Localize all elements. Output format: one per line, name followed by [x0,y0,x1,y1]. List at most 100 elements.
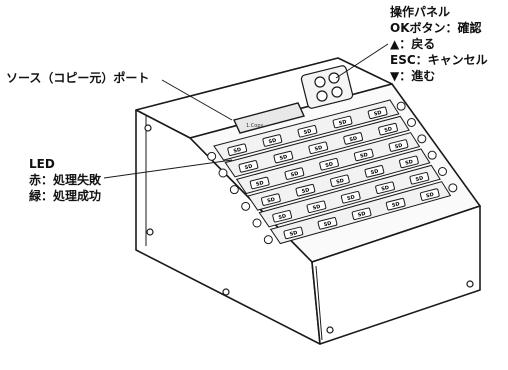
sd-slot [409,172,430,185]
device-front-panel [311,205,481,345]
sd-slot-label: SD [233,147,242,155]
sd-port-grid: SDSDSDSDSDSDSDSDSDSDSDSDSDSDSDSDSDSDSDSD… [207,99,458,245]
sd-slot-label: SD [289,230,298,238]
source-port-label: ソース（コピー元）ポート [6,71,150,85]
sd-slot [367,106,388,120]
up-button-icon[interactable] [316,90,328,102]
sd-slot [332,115,353,129]
callout-source-port: ソース（コピー元）ポート [6,70,149,86]
panel-title: 操作パネル [390,5,451,19]
sd-slot-label: SD [290,171,299,179]
led-green-label: 緑：処理成功 [29,189,102,203]
sd-slot-label: SD [381,185,390,193]
down-button-icon[interactable] [331,86,343,98]
led-title: LED [29,157,55,171]
lcd-display: 1.Copy [233,102,305,134]
esc-button-icon[interactable] [328,72,340,84]
led-indicator-icon [407,118,416,127]
led-indicator-icon [438,167,447,176]
lcd-text: 1.Copy [246,123,263,129]
sd-slot [340,191,361,204]
sd-slot [249,176,270,190]
screw-icon [146,228,154,236]
led-indicator-icon [229,185,239,195]
panel-up-label: ▲：戻る [390,37,436,51]
sd-slot [399,155,419,169]
sd-slot-label: SD [346,194,355,202]
sd-slot-label: SD [314,145,323,153]
sd-slot-label: SD [394,143,403,151]
led-indicator-icon [417,134,427,144]
sd-slot [385,197,406,211]
panel-down-label: ▼：進む [390,69,436,83]
callout-line-source-port [161,79,233,121]
led-indicator-icon [448,183,458,193]
sd-slot-label: SD [267,197,276,205]
sd-slot-label: SD [303,128,312,136]
sd-slot [306,200,327,213]
sd-slot [273,150,294,164]
callout-line-panel [335,43,389,79]
screw-icons [144,124,474,334]
sd-slot-label: SD [426,192,435,200]
sd-slot-label: SD [301,187,310,195]
sd-slot [297,125,318,138]
screw-icon [144,124,152,132]
led-indicator-icon [396,101,406,111]
sd-slot-label: SD [370,168,379,176]
sd-slot [319,158,339,171]
sd-slot [388,139,409,152]
sd-slot [351,207,372,220]
sd-slot-label: SD [336,178,345,186]
sd-slot [272,210,293,223]
led-indicator-icon [263,235,273,245]
sd-slot-label: SD [312,204,321,212]
panel-button-frame [300,65,354,109]
sd-slot [308,141,329,154]
sd-slot [419,188,440,201]
callout-led: LED 赤：処理失敗 緑：処理成功 [29,156,101,204]
sd-slot-label: SD [278,213,287,221]
sd-slot [238,160,259,173]
sd-slot-label: SD [279,154,288,162]
sd-slot [261,193,281,206]
callout-line-led [103,159,233,179]
led-indicator-icon [207,151,217,161]
sd-slot-label: SD [325,161,334,169]
sd-slot [378,122,398,136]
led-indicator-icon [218,168,228,178]
sd-slot-label: SD [338,119,347,127]
callout-panel: 操作パネル OKボタン：確認 ▲：戻る ESC：キャンセル ▼：進む [390,4,488,84]
sd-slot-label: SD [357,211,366,219]
led-red-label: 赤：処理失敗 [29,173,102,187]
sd-slot [330,174,350,187]
led-indicator-icon [252,218,262,228]
sd-slot-label: SD [384,126,393,134]
led-indicator-icon [241,201,251,211]
sd-slot-label: SD [391,201,400,209]
sd-slot-label: SD [349,136,358,144]
ok-button-icon[interactable] [314,76,326,88]
sd-slot [284,167,305,180]
panel-ok-label: OKボタン：確認 [390,21,482,35]
sd-slot [295,183,316,197]
sd-slot-label: SD [255,180,264,188]
sd-slot-label: SD [268,138,277,146]
sd-slot-label: SD [323,220,332,228]
sd-slot-label: SD [373,110,382,118]
sd-slot [283,226,304,240]
sd-slot [317,217,338,230]
panel-esc-label: ESC：キャンセル [390,53,488,67]
sd-slot [262,134,283,147]
sd-slot [343,132,364,145]
sd-slot-label: SD [405,159,414,167]
sd-slot [227,143,248,156]
sd-slot-label: SD [415,175,424,183]
sd-slot-label: SD [360,152,369,160]
sd-slot [375,181,395,194]
led-indicator-icon [427,150,437,160]
sd-slot [364,165,385,178]
screw-icon [222,288,230,296]
